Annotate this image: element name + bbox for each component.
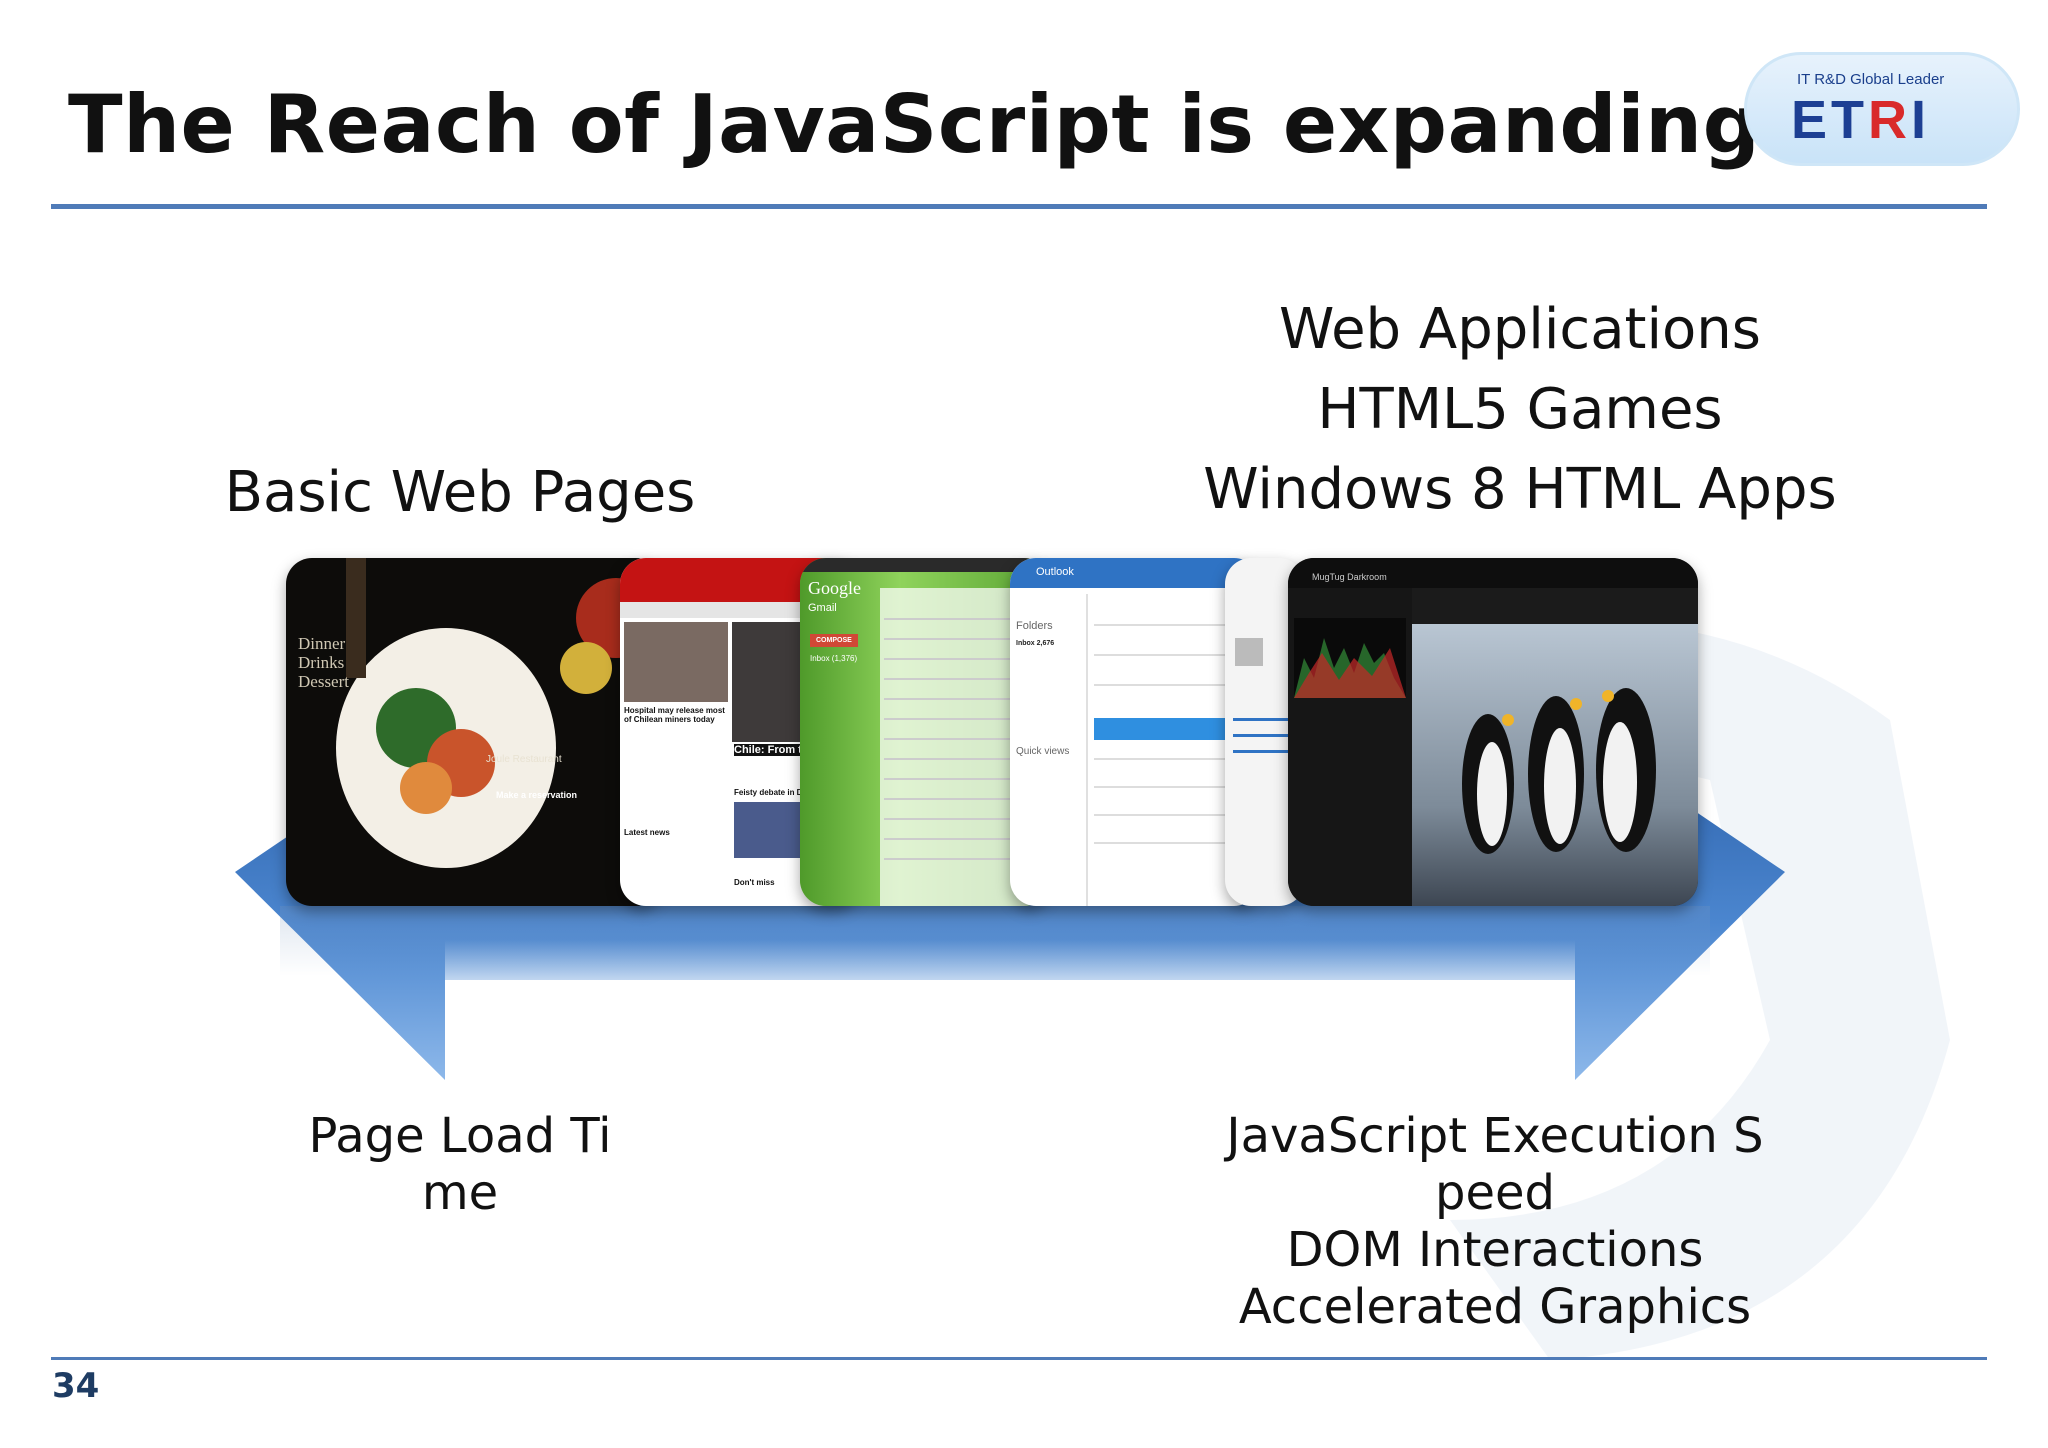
label-dom-interactions: DOM Interactions <box>1286 1222 1704 1278</box>
label-js-line-2: peed <box>1435 1165 1555 1221</box>
etri-logo: IT R&D Global Leader ETRI <box>1744 52 2020 166</box>
screenshot-photo-editor: MugTug Darkroom <box>1288 558 1698 906</box>
label-html5-games-line: HTML5 Games <box>1317 377 1723 442</box>
label-js-execution: JavaScript Execution S peed DOM Interact… <box>1210 1108 1780 1336</box>
title-divider <box>51 204 1987 209</box>
gmail-app-label: Gmail <box>808 602 837 614</box>
screenshot-restaurant-site: Dinner Drinks Dessert Joule Restaurant M… <box>286 558 662 906</box>
histogram-icon <box>1294 618 1406 698</box>
label-accelerated-graphics: Accelerated Graphics <box>1238 1279 1752 1335</box>
screenshot-outlook: Outlook Folders Inbox 2,676 Quick views <box>1010 558 1260 906</box>
news-latest-heading: Latest news <box>624 828 670 837</box>
news-headline-2: Chile: From trag <box>734 744 819 756</box>
reservation-link: Make a reservation <box>496 790 578 800</box>
logo-wordmark: ETRI <box>1791 90 1931 150</box>
news-debate-heading: Feisty debate in Delaw <box>734 788 820 797</box>
gmail-google-logo: Google <box>808 578 861 598</box>
photo-app-name: MugTug Darkroom <box>1312 572 1387 582</box>
restaurant-name: Joule Restaurant <box>486 754 562 765</box>
label-js-line-1: JavaScript Execution S <box>1226 1108 1764 1164</box>
slide-title: The Reach of JavaScript is expanding <box>68 78 1761 171</box>
outlook-inbox: Inbox 2,676 <box>1016 640 1055 647</box>
logo-tagline: IT R&D Global Leader <box>1797 71 1945 88</box>
footer-divider <box>51 1357 1987 1360</box>
label-page-load-line-2: me <box>421 1165 499 1221</box>
label-web-apps-line: Web Applications <box>1279 297 1761 362</box>
restaurant-photo-icon <box>336 558 656 868</box>
news-headline-1: Hospital may release most of Chilean min… <box>624 706 725 724</box>
outlook-brand: Outlook <box>1036 566 1074 578</box>
penguins-photo-icon <box>1462 688 1656 854</box>
label-page-load-line-1: Page Load Ti <box>308 1108 612 1164</box>
label-windows8-line: Windows 8 HTML Apps <box>1203 457 1837 522</box>
outlook-quick-views: Quick views <box>1016 746 1070 757</box>
label-page-load-time: Page Load Ti me <box>270 1108 650 1222</box>
double-arrow-icon <box>235 740 1785 1080</box>
news-dont-miss: Don't miss <box>734 878 775 887</box>
restaurant-menu-lines: Dinner Drinks Dessert <box>298 634 349 691</box>
page-number: 34 <box>52 1366 100 1406</box>
label-web-applications: Web Applications HTML5 Games Windows 8 H… <box>1150 290 1890 530</box>
gmail-inbox-link: Inbox (1,376) <box>810 654 858 663</box>
watermark-swirl <box>1370 621 1950 1360</box>
gmail-compose-button: COMPOSE <box>810 634 858 647</box>
label-basic-web-pages: Basic Web Pages <box>224 460 696 525</box>
strip-reflection <box>280 906 1710 976</box>
outlook-folders: Folders <box>1016 620 1053 632</box>
